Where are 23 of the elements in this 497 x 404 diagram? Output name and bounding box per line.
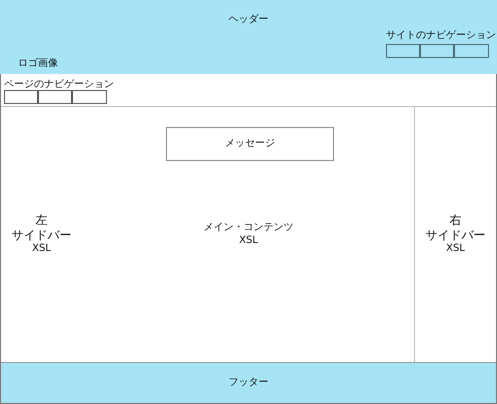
navigation-cell xyxy=(454,44,489,58)
sidebar-title: サイドバー xyxy=(12,228,72,244)
main-content-title: メイン・コンテンツ xyxy=(204,222,294,234)
sidebar-title: サイドバー xyxy=(426,228,486,244)
page-navigation-label: ページのナビゲーション xyxy=(4,78,114,91)
navigation-cell xyxy=(420,44,454,58)
navigation-cell xyxy=(72,90,107,104)
footer-band xyxy=(1,362,496,403)
message-text: メッセージ xyxy=(225,138,275,150)
footer-title: フッター xyxy=(228,376,268,390)
sidebar-side: 左 xyxy=(36,213,48,228)
placeholder-text: ロゴ画像 xyxy=(18,57,58,70)
site-navigation-label: サイトのナビゲーション xyxy=(386,29,496,42)
header-band xyxy=(0,0,497,74)
sidebar-side: 右 xyxy=(450,213,462,228)
main-content-format: XSL xyxy=(239,234,258,247)
navigation-cell xyxy=(4,90,38,104)
sidebar-format: XSL xyxy=(446,243,465,256)
message-box xyxy=(166,127,334,161)
sidebar-format: XSL xyxy=(32,243,51,256)
navigation-cell xyxy=(386,44,420,58)
navigation-cell xyxy=(38,90,72,104)
header-title: ヘッダー xyxy=(228,14,268,26)
